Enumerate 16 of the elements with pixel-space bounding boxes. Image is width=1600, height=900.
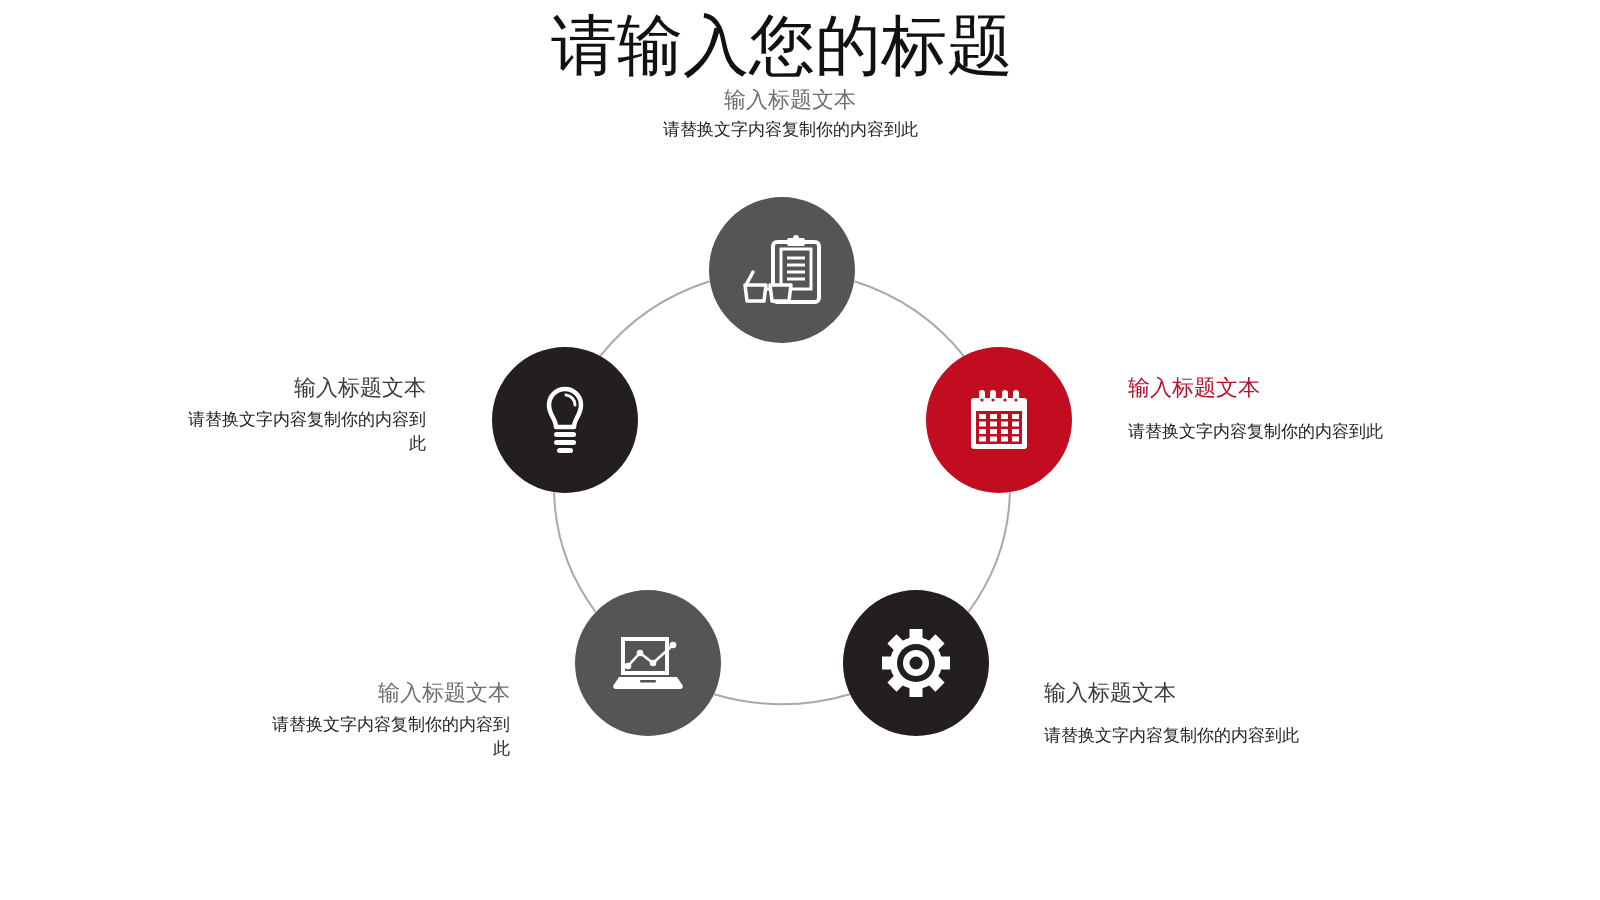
item-text: 请替换文字内容复制你的内容到此	[271, 714, 510, 760]
item-heading: 输入标题文本	[724, 86, 856, 114]
item-text: 请替换文字内容复制你的内容到此	[662, 119, 918, 141]
item-heading: 输入标题文本	[378, 679, 510, 707]
item-heading: 输入标题文本	[1128, 374, 1260, 402]
item-text: 请替换文字内容复制你的内容到此	[1128, 421, 1383, 443]
item-text: 请替换文字内容复制你的内容到此	[187, 409, 426, 455]
ring-arc	[599, 280, 711, 357]
ring-arc	[967, 491, 1011, 613]
item-heading: 输入标题文本	[294, 374, 426, 402]
title: 请输入您的标题	[551, 8, 1013, 84]
item-heading: 输入标题文本	[1044, 679, 1176, 707]
ring-arc	[553, 491, 597, 613]
ring-arc	[853, 280, 965, 357]
ring-arc	[713, 693, 851, 705]
item-text: 请替换文字内容复制你的内容到此	[1044, 725, 1299, 747]
